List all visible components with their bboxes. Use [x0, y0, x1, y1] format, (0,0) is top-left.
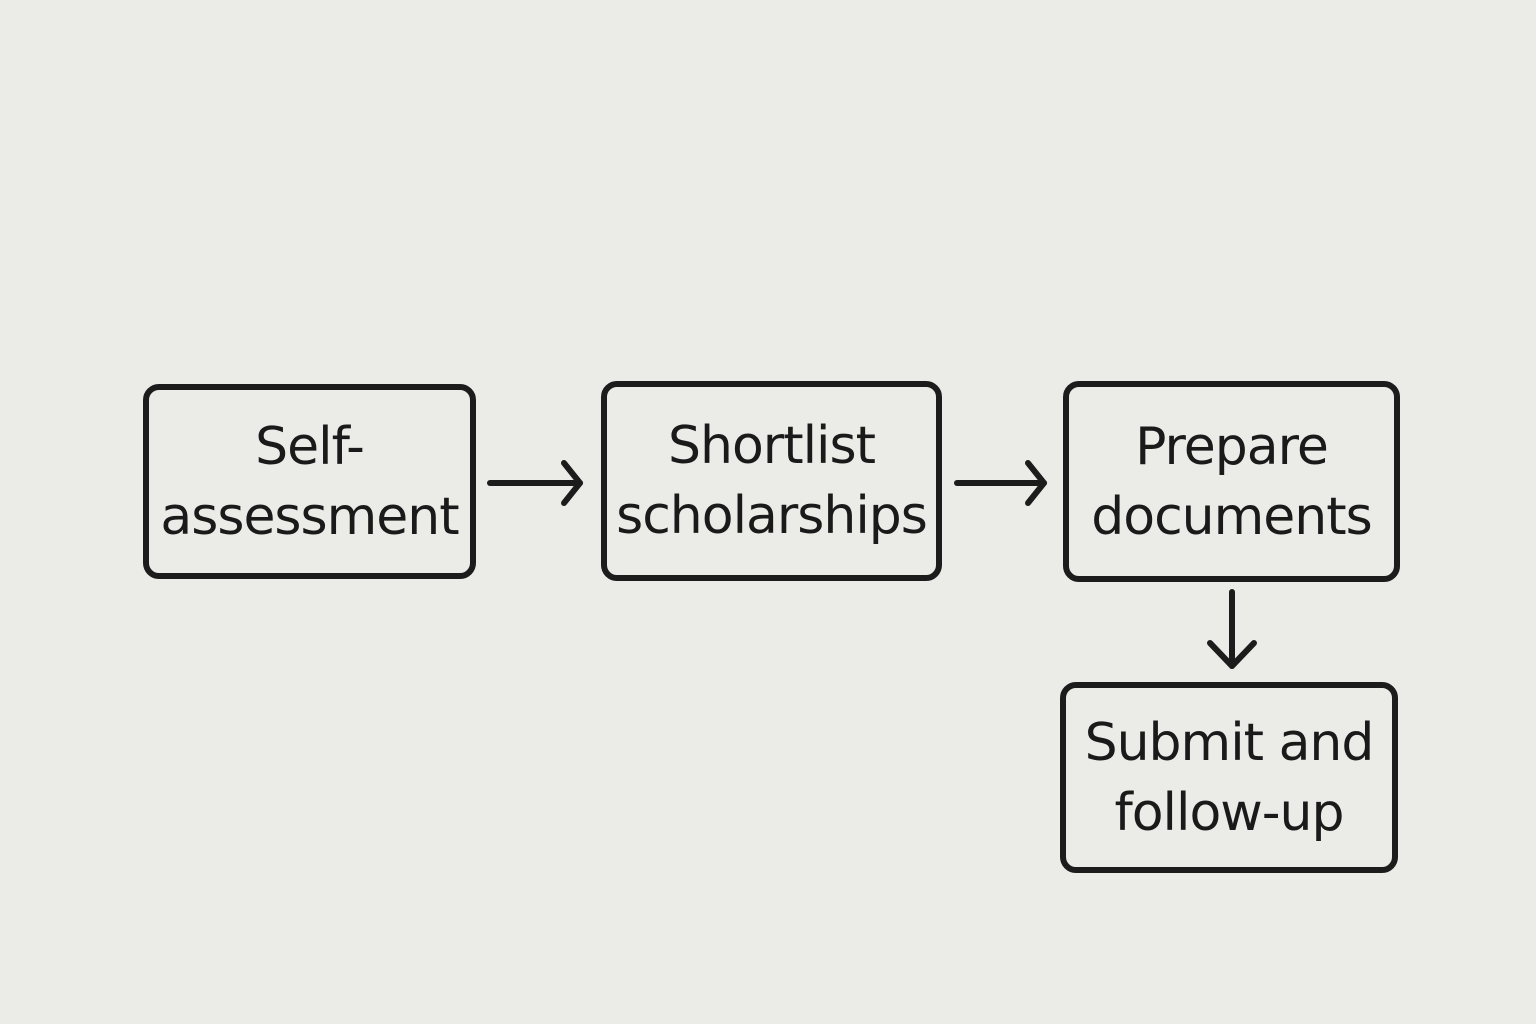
step-label: Submit and follow-up: [1084, 712, 1375, 843]
step-label: Shortlist scholarships: [616, 416, 928, 546]
step-shortlist-scholarships: Shortlist scholarships: [601, 381, 942, 581]
step-label: Prepare documents: [1091, 416, 1372, 547]
arrow-right-icon: [487, 460, 583, 506]
step-submit-and-follow-up: Submit and follow-up: [1060, 682, 1398, 873]
step-label: Self- assessment: [160, 416, 459, 547]
step-self-assessment: Self- assessment: [143, 384, 476, 579]
arrow-down-icon: [1207, 589, 1257, 669]
arrow-right-icon: [954, 460, 1047, 506]
step-prepare-documents: Prepare documents: [1063, 381, 1400, 582]
